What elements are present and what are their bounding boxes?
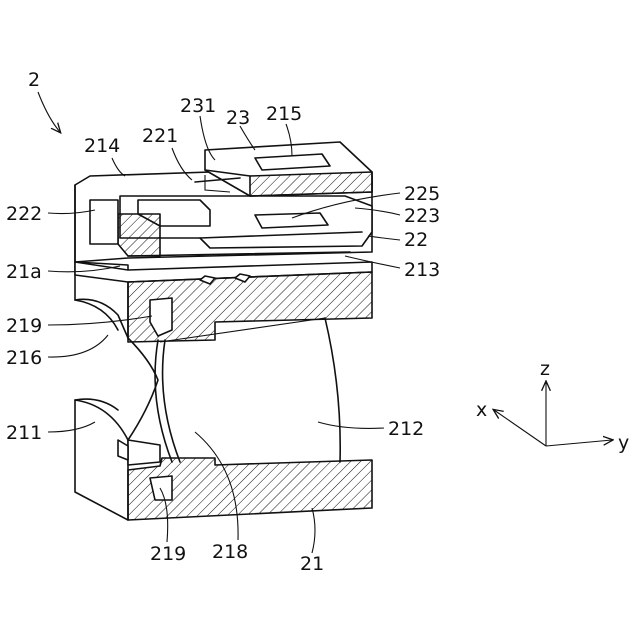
label-2: 2 (28, 69, 40, 91)
label-21: 21 (300, 553, 324, 575)
label-216: 216 (6, 347, 42, 369)
label-219-top: 219 (6, 315, 42, 337)
label-211: 211 (6, 422, 42, 444)
x-axis-arrow (494, 410, 546, 446)
label-225: 225 (404, 183, 440, 205)
label-213: 213 (404, 259, 440, 281)
label-218: 218 (212, 541, 248, 563)
label-221: 221 (142, 125, 178, 147)
axis-x-label: x (476, 399, 487, 421)
axis-z-label: z (540, 358, 550, 380)
label-214: 214 (84, 135, 120, 157)
label-231: 231 (180, 95, 216, 117)
label-222: 222 (6, 203, 42, 225)
slider-22 (90, 196, 372, 256)
label-223: 223 (404, 205, 440, 227)
y-axis-arrow (546, 440, 612, 446)
label-23: 23 (226, 107, 250, 129)
label-22: 22 (404, 229, 428, 251)
label-21a: 21a (6, 261, 42, 283)
label-215: 215 (266, 103, 302, 125)
arrow-2 (38, 92, 60, 132)
axis-y-label: y (618, 432, 629, 454)
coordinate-axes: z y x (476, 358, 629, 454)
label-212: 212 (388, 418, 424, 440)
label-219-bottom: 219 (150, 543, 186, 565)
lower-section (118, 440, 372, 520)
